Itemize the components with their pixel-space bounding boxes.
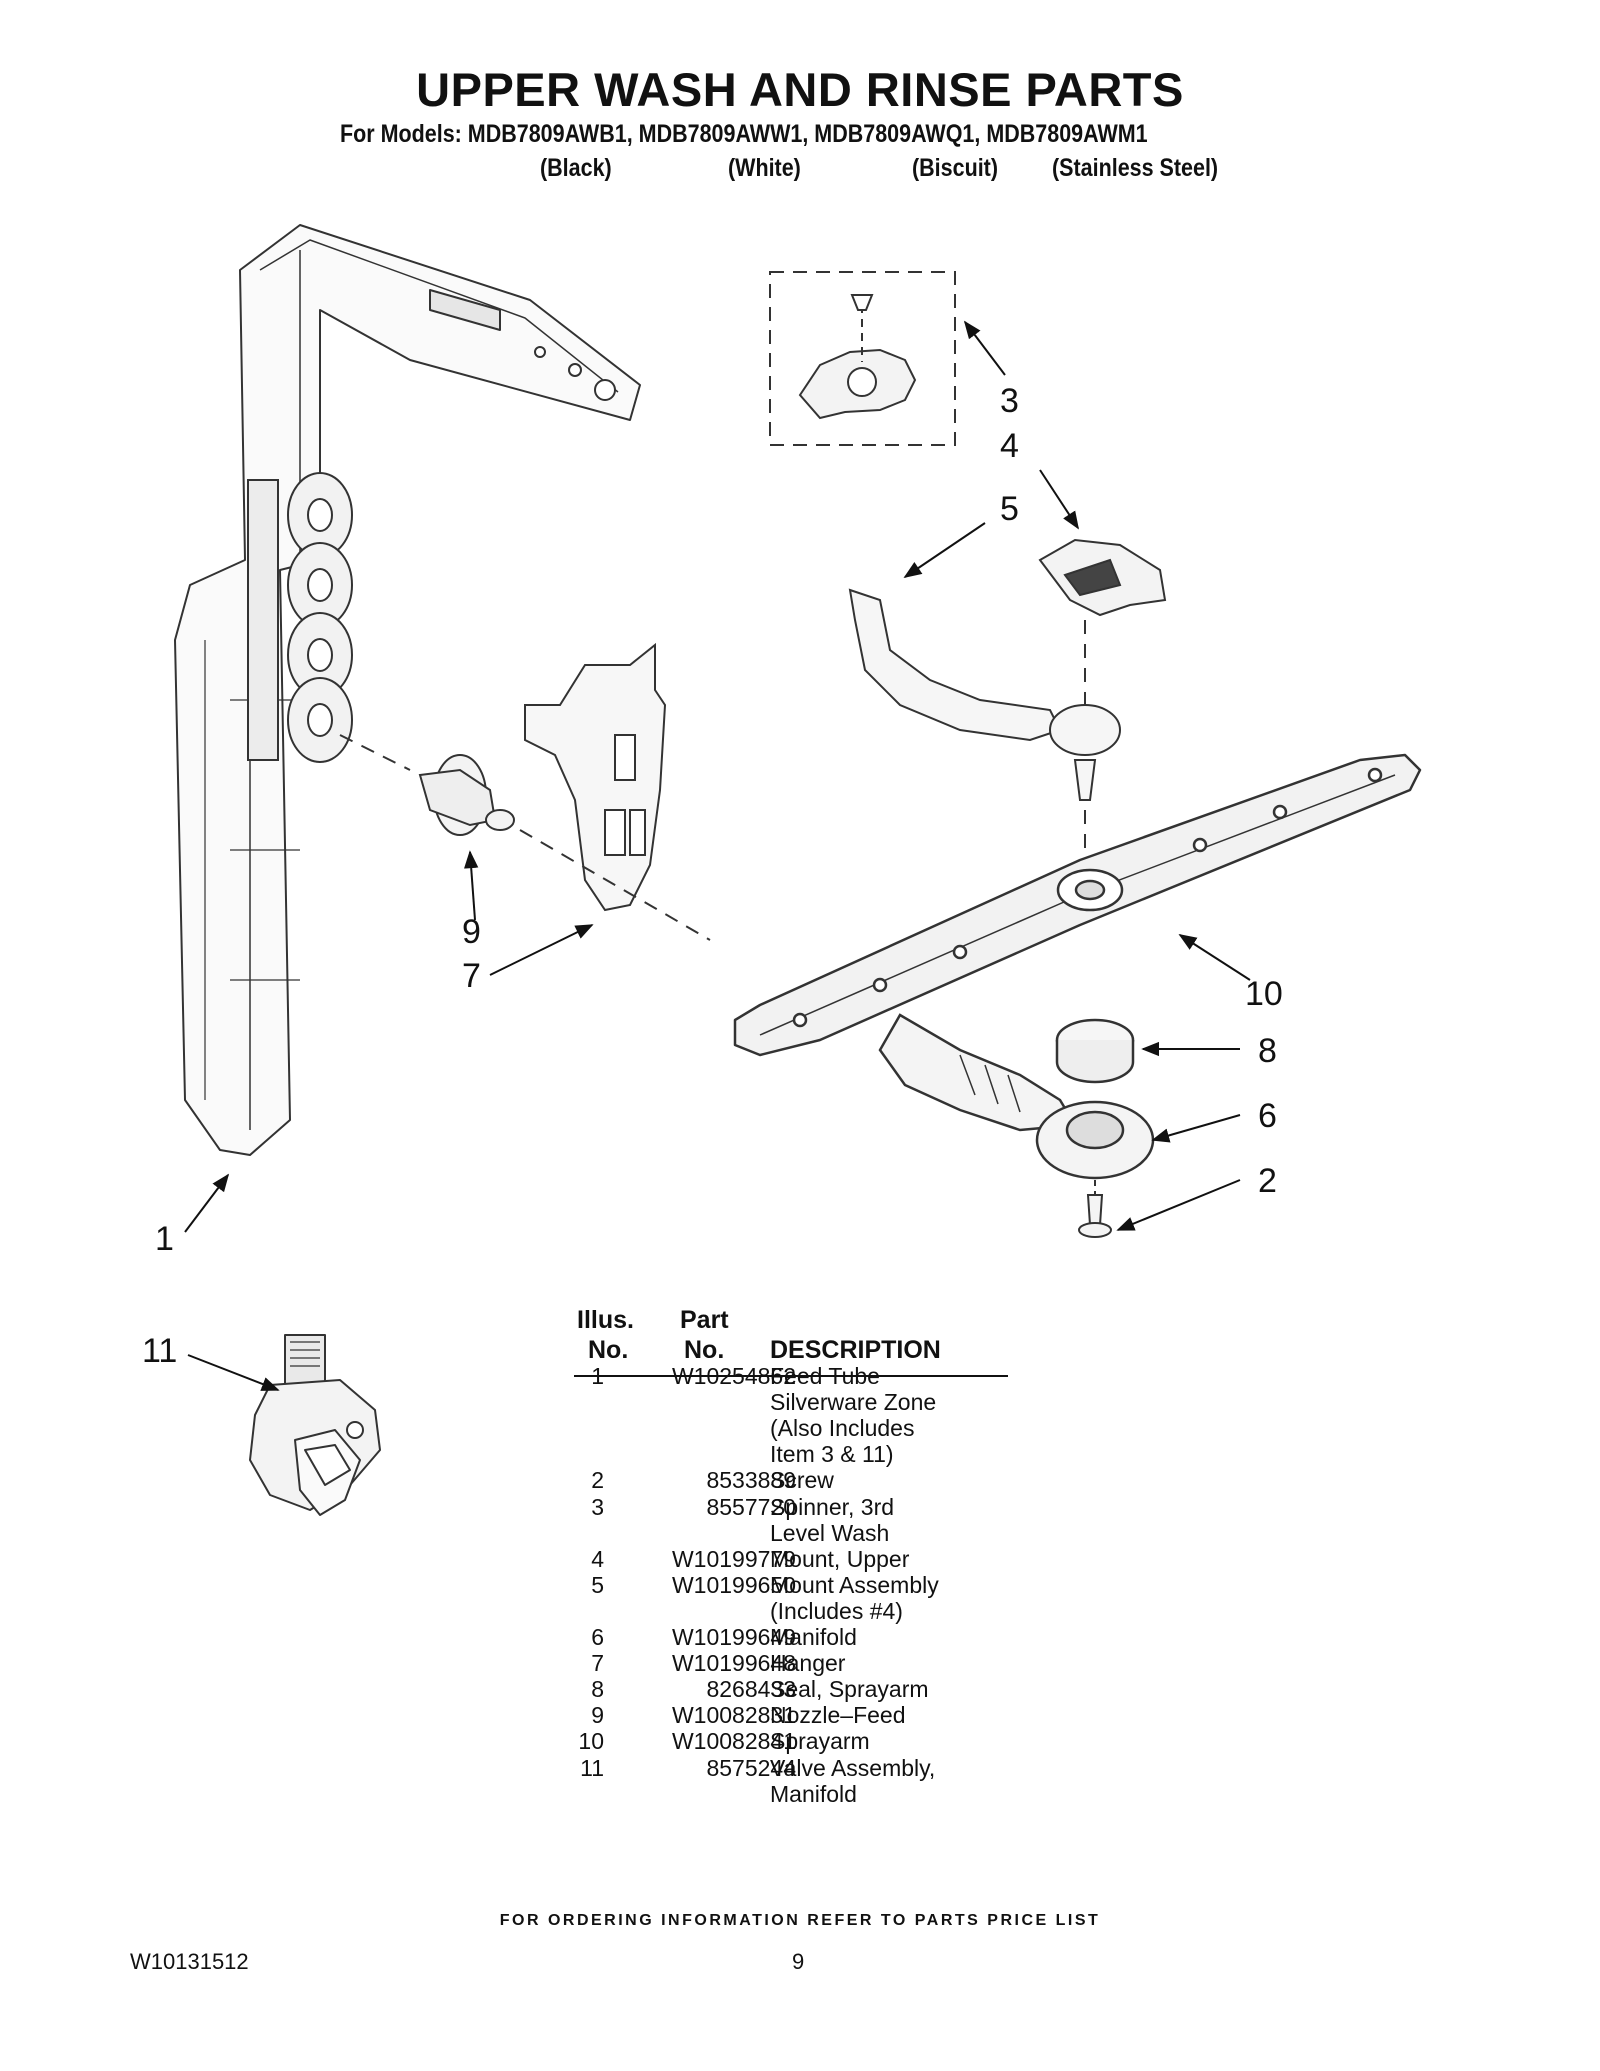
callout-10: 10 <box>1245 975 1283 1013</box>
part-description: Manifold <box>770 1624 857 1650</box>
part-description: Level Wash <box>770 1519 890 1546</box>
hanger-part <box>524 642 667 912</box>
seal-part <box>1055 1018 1135 1084</box>
part-description: Item 3 & 11) <box>770 1441 894 1468</box>
callout-1: 1 <box>155 1220 174 1258</box>
part-number: 8575244 <box>706 1754 796 1781</box>
illus-number: 10 <box>578 1728 604 1755</box>
color-black: (Black) <box>540 154 612 182</box>
exploded-parts-diagram: 1 2 3 4 5 6 7 8 9 10 <box>155 224 1422 1258</box>
part-number: W10199648 <box>671 1650 796 1677</box>
document-number: W10131512 <box>130 1949 249 1974</box>
manifold-part <box>878 1013 1155 1180</box>
part-number: 8268433 <box>706 1676 796 1703</box>
callout-3: 3 <box>1000 382 1019 420</box>
part-description: Sprayarm <box>770 1728 870 1755</box>
illus-number: 11 <box>580 1754 604 1781</box>
valve-assembly-diagram: 11 <box>142 1332 381 1516</box>
ordering-note: FOR ORDERING INFORMATION REFER TO PARTS … <box>499 1912 1101 1929</box>
part-description: (Includes #4) <box>770 1597 903 1624</box>
screw-part <box>1078 1194 1112 1238</box>
header-illus: Illus. <box>577 1306 634 1334</box>
callout-11: 11 <box>142 1332 177 1370</box>
callout-8: 8 <box>1258 1032 1277 1070</box>
part-description: Mount Assembly <box>770 1571 939 1598</box>
illus-number: 1 <box>591 1363 604 1389</box>
part-number: W10082831 <box>671 1702 796 1729</box>
part-description: (Also Includes <box>770 1415 915 1442</box>
illus-number: 7 <box>591 1650 604 1677</box>
part-number: 8533889 <box>706 1467 796 1494</box>
sprayarm-part <box>733 753 1422 1057</box>
valve-assembly-part <box>249 1334 381 1516</box>
upper-mount-part <box>1038 538 1167 617</box>
page-number: 9 <box>792 1949 805 1974</box>
part-description: Feed Tube <box>770 1363 880 1389</box>
illus-number: 3 <box>591 1493 604 1520</box>
part-number: W10199649 <box>671 1624 796 1650</box>
part-description: Hanger <box>770 1650 846 1677</box>
part-number: 8557720 <box>706 1493 796 1520</box>
part-description: Screw <box>770 1467 834 1494</box>
part-description: Seal, Sprayarm <box>770 1676 929 1703</box>
nozzle-feed-part <box>418 754 515 836</box>
header-illus-no: No. <box>588 1336 629 1364</box>
color-biscuit: (Biscuit) <box>912 154 998 182</box>
header-part: Part <box>680 1306 729 1334</box>
spinner-part <box>769 271 956 446</box>
feed-tube-nozzles <box>247 472 353 763</box>
page-title: UPPER WASH AND RINSE PARTS <box>416 63 1184 116</box>
color-white: (White) <box>728 154 801 182</box>
part-number: W10199650 <box>671 1571 796 1598</box>
part-description: Silverware Zone <box>770 1389 937 1416</box>
illus-number: 2 <box>591 1467 604 1494</box>
part-number: W10254862 <box>671 1363 796 1389</box>
header-rule <box>574 1375 1008 1377</box>
part-description: Spinner, 3rd <box>770 1493 895 1520</box>
header-part-no: No. <box>684 1336 725 1364</box>
illus-number: 5 <box>591 1571 604 1598</box>
part-description: Valve Assembly, <box>770 1754 936 1781</box>
callout-6: 6 <box>1258 1097 1277 1135</box>
callout-4: 4 <box>1000 427 1019 465</box>
header-description: DESCRIPTION <box>770 1336 941 1364</box>
illus-number: 4 <box>591 1545 604 1572</box>
mount-assembly-part <box>848 588 1121 801</box>
part-number: W10199779 <box>671 1545 796 1572</box>
part-number: W10082841 <box>671 1728 796 1755</box>
color-stainless-steel: (Stainless Steel) <box>1052 154 1219 182</box>
models-line: For Models: MDB7809AWB1, MDB7809AWW1, MD… <box>340 120 1148 148</box>
callout-7: 7 <box>462 957 481 995</box>
callout-5: 5 <box>1000 490 1019 528</box>
part-description: Manifold <box>770 1780 857 1807</box>
illus-number: 6 <box>591 1624 604 1650</box>
part-description: Mount, Upper <box>770 1545 910 1572</box>
part-description: Nozzle–Feed <box>770 1702 906 1729</box>
callout-9: 9 <box>462 913 481 951</box>
illus-number: 9 <box>591 1702 604 1729</box>
callout-2: 2 <box>1258 1162 1277 1200</box>
illus-number: 8 <box>591 1676 604 1703</box>
